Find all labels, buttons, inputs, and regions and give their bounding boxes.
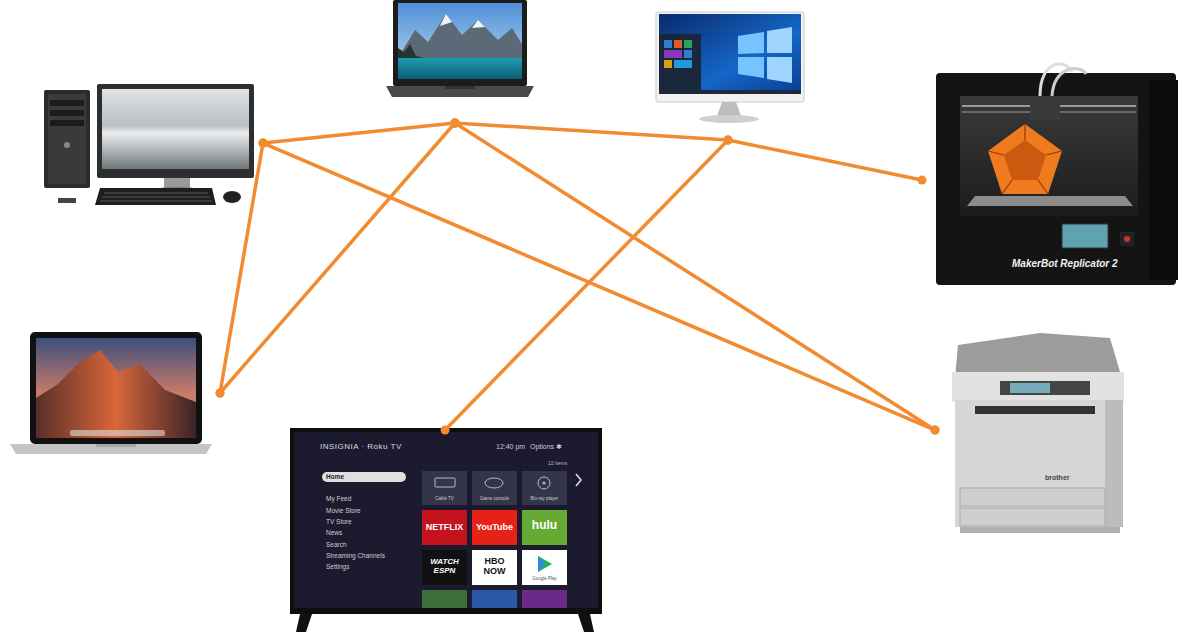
- channel-logo: WATCH ESPN: [427, 558, 463, 576]
- link-endpoint: [450, 119, 459, 128]
- device-node: brother: [935, 330, 1130, 535]
- desktop-computer: [44, 84, 254, 205]
- tile-label: Blu-ray player: [522, 496, 567, 501]
- tile-label: Game console: [472, 496, 517, 501]
- link-endpoint: [450, 119, 459, 128]
- link-endpoint: [918, 176, 927, 185]
- network-link: [220, 123, 455, 393]
- link-endpoint: [724, 136, 733, 145]
- link-endpoint: [931, 426, 940, 435]
- network-link: [263, 143, 935, 430]
- channel-logo: hulu: [522, 519, 567, 533]
- screen-brand: INSIGNIA · Roku TV: [320, 442, 402, 451]
- device-node: [385, 0, 531, 123]
- all-in-one-computer: [656, 12, 804, 123]
- link-endpoint: [259, 139, 268, 148]
- device-text: Movie Store: [326, 507, 361, 514]
- menu-item: Home: [326, 473, 344, 480]
- link-endpoint: [450, 119, 459, 128]
- device-text: News: [326, 529, 342, 536]
- device-node: MakerBot Replicator 2: [922, 72, 1180, 286]
- channel-logo: Google Play: [522, 576, 567, 581]
- device-text: Search: [326, 541, 347, 548]
- laser-printer: [952, 333, 1124, 533]
- device-node: INSIGNIA · Roku TV 12:40 pm Options ✱ 12 It…: [290, 430, 602, 634]
- channel-logo: NETFLIX: [422, 522, 467, 532]
- link-endpoint: [931, 426, 940, 435]
- tile-label: Cable TV: [422, 496, 467, 501]
- link-endpoint: [216, 389, 225, 398]
- network-link: [220, 143, 263, 393]
- screen-clock: 12:40 pm: [496, 443, 525, 451]
- device-node: [655, 12, 805, 140]
- device-node: [40, 84, 263, 208]
- smart-tv: [290, 428, 602, 632]
- laptop: [386, 0, 534, 97]
- link-endpoint: [724, 136, 733, 145]
- network-link: [263, 123, 455, 143]
- channel-logo: HBO NOW: [480, 557, 510, 577]
- device-text: Settings: [326, 563, 350, 570]
- link-endpoint: [216, 389, 225, 398]
- device-text: Streaming Channels: [326, 552, 385, 559]
- brand-name: brother: [1045, 474, 1070, 482]
- link-endpoint: [450, 119, 459, 128]
- network-link: [455, 123, 728, 140]
- link-endpoint: [259, 139, 268, 148]
- screen-count: 12 Items: [548, 461, 567, 467]
- network-link: [728, 140, 922, 180]
- network-link: [455, 123, 935, 430]
- device-node: [10, 330, 220, 456]
- laptop: [10, 332, 212, 454]
- device-text: TV Store: [326, 518, 352, 525]
- 3d-printer: [936, 64, 1178, 285]
- link-endpoint: [259, 139, 268, 148]
- model-name: MakerBot Replicator 2: [1012, 258, 1118, 270]
- network-link: [445, 140, 728, 430]
- link-endpoint: [724, 136, 733, 145]
- screen-options: Options ✱: [530, 443, 562, 451]
- link-endpoint: [441, 426, 450, 435]
- channel-logo: YouTube: [472, 522, 517, 532]
- device-text: My Feed: [326, 495, 351, 502]
